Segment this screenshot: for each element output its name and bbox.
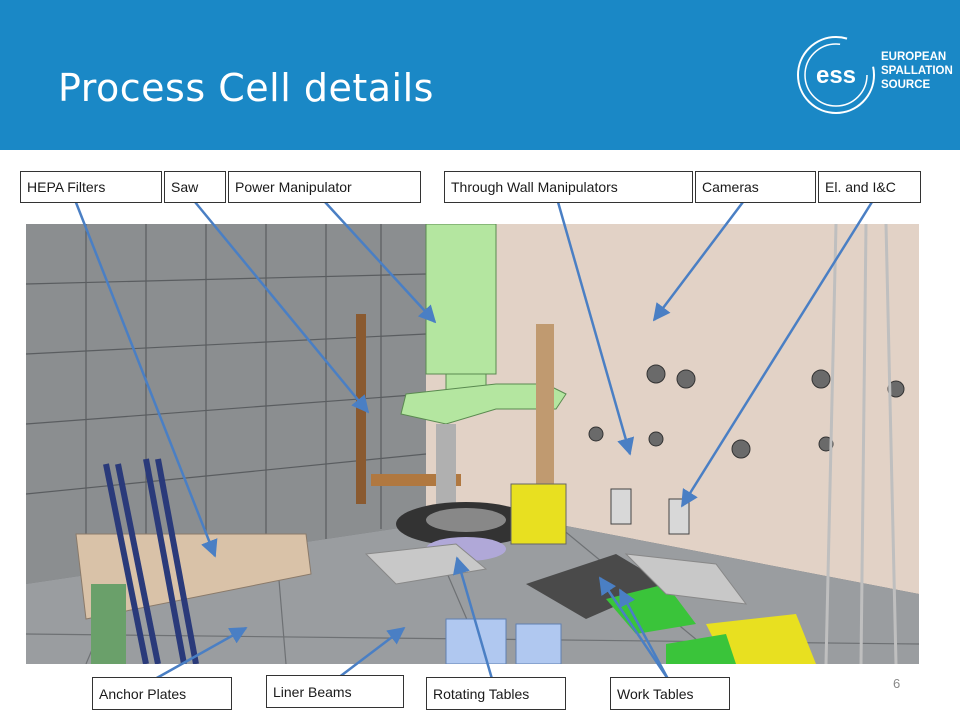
logo-line-2: SPALLATION — [881, 65, 953, 77]
label-saw: Saw — [164, 171, 226, 203]
label-hepa-filters: HEPA Filters — [20, 171, 162, 203]
label-el-ic: El. and I&C — [818, 171, 921, 203]
logo-line-1: EUROPEAN — [881, 51, 947, 63]
label-through-wall-manipulators: Through Wall Manipulators — [444, 171, 693, 203]
page-number: 6 — [893, 676, 901, 691]
label-work-tables: Work Tables — [610, 677, 730, 710]
label-cameras: Cameras — [695, 171, 816, 203]
label-liner-beams: Liner Beams — [266, 675, 404, 708]
label-power-manipulator: Power Manipulator — [228, 171, 421, 203]
label-rotating-tables: Rotating Tables — [426, 677, 566, 710]
logo-text: EUROPEAN SPALLATION SOURCE — [881, 50, 953, 92]
ess-logo-icon: ess — [797, 36, 875, 114]
ess-logo: ess EUROPEAN SPALLATION SOURCE — [793, 32, 953, 118]
header-bar — [0, 0, 960, 150]
page-title: Process Cell details — [58, 66, 434, 110]
logo-line-3: SOURCE — [881, 79, 931, 91]
logo-mark: ess — [816, 62, 856, 89]
label-anchor-plates: Anchor Plates — [92, 677, 232, 710]
process-cell-render — [26, 224, 919, 664]
